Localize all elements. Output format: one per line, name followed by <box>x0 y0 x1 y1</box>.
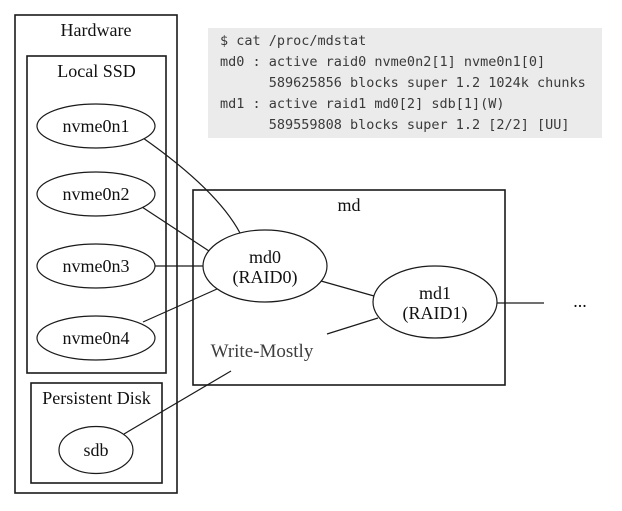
hardware-cluster-box <box>14 14 178 494</box>
terminal-line-md0-blocks: 589625856 blocks super 1.2 1024k chunks <box>220 75 586 91</box>
node-md0 <box>202 229 328 303</box>
edge-sdb-writemostly-segment <box>123 370 232 435</box>
mdstat-terminal-output: $ cat /proc/mdstat md0 : active raid0 nv… <box>208 28 602 138</box>
terminal-line-md1-status: md1 : active raid1 md0[2] sdb[1](W) <box>220 96 505 112</box>
node-md1-label-line2: (RAID1) <box>403 303 468 324</box>
node-sdb <box>58 425 134 475</box>
node-nvme0n1 <box>36 103 156 149</box>
write-mostly-edge-label: Write-Mostly <box>211 341 314 362</box>
edge-nvme0n4-md0 <box>142 288 218 323</box>
edge-nvme0n1-md0 <box>142 137 241 234</box>
persistent-disk-cluster-box <box>30 382 163 484</box>
terminal-line-md0-status: md0 : active raid0 nvme0n2[1] nvme0n1[0] <box>220 54 546 70</box>
node-nvme0n3-label: nvme0n3 <box>63 256 130 276</box>
node-md1-label-line1: md1 <box>419 283 451 303</box>
hardware-cluster-label: Hardware <box>61 20 132 40</box>
node-nvme0n4-label: nvme0n4 <box>63 328 130 348</box>
node-nvme0n3 <box>36 243 156 289</box>
terminal-line-md1-blocks: 589559808 blocks super 1.2 [2/2] [UU] <box>220 117 570 133</box>
terminal-line-prompt: $ cat /proc/mdstat <box>220 33 367 49</box>
md-cluster-box <box>192 189 506 386</box>
node-nvme0n1-label: nvme0n1 <box>63 116 130 136</box>
md-cluster-label: md <box>337 195 360 215</box>
edge-nvme0n2-md0 <box>141 206 210 252</box>
local-ssd-cluster-box <box>26 55 167 374</box>
node-md1 <box>372 265 498 339</box>
node-nvme0n4 <box>36 315 156 361</box>
node-nvme0n2-label: nvme0n2 <box>63 184 130 204</box>
persistent-disk-cluster-label: Persistent Disk <box>42 388 151 408</box>
node-md0-label-line2: (RAID0) <box>233 267 298 288</box>
edge-writemostly-md1-segment <box>326 317 379 335</box>
node-sdb-label: sdb <box>83 440 108 460</box>
local-ssd-cluster-label: Local SSD <box>57 61 136 81</box>
node-ellipsis-label: ... <box>573 291 587 311</box>
node-nvme0n2 <box>36 171 156 217</box>
node-md0-label-line1: md0 <box>249 247 281 267</box>
edge-md0-md1 <box>320 280 375 297</box>
